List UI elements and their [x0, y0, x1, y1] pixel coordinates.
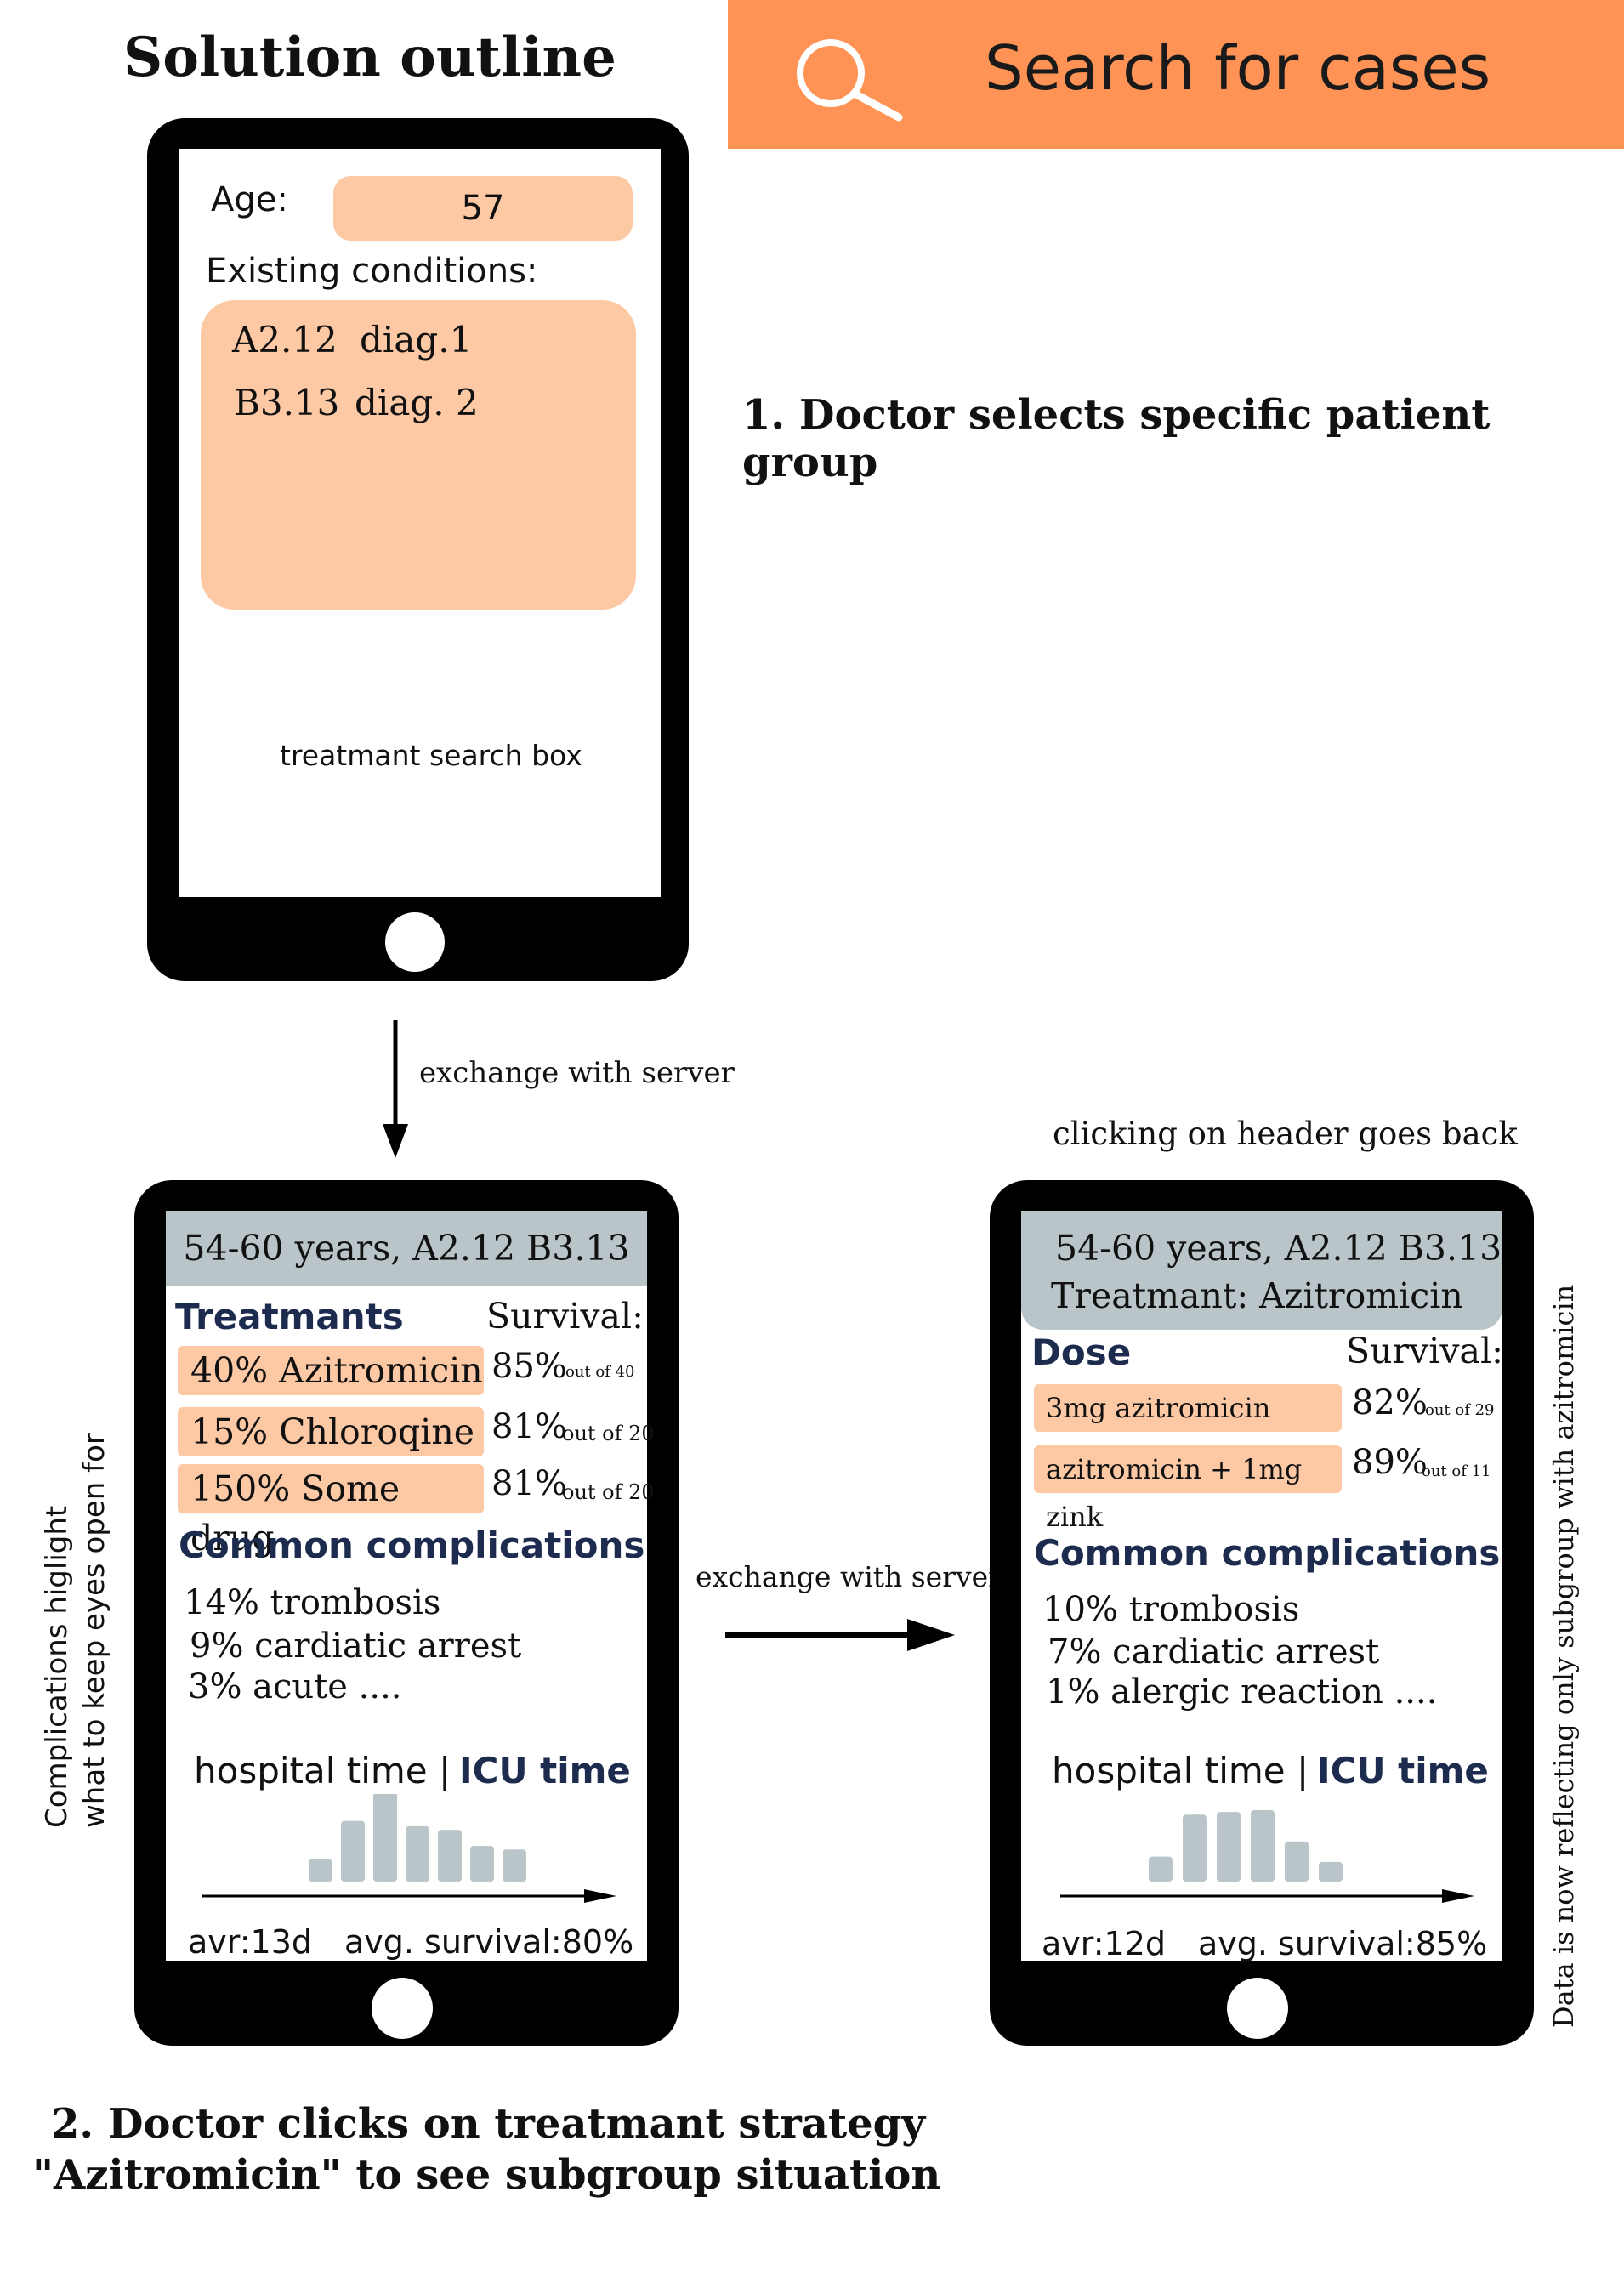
complications-title: Common complications [179, 1524, 645, 1566]
treatment-row[interactable]: 15% Chloroqine [178, 1407, 484, 1456]
survival-pct: 89% [1352, 1443, 1428, 1482]
histogram-bar [373, 1794, 397, 1882]
home-button[interactable] [1227, 1978, 1288, 2039]
subgroup-header[interactable]: 54-60 years, A2.12 B3.13 Treatmant: Azit… [1021, 1211, 1502, 1330]
survival-pct: 82% [1352, 1383, 1428, 1422]
exchange-label: exchange with server [696, 1560, 1002, 1593]
arrow-right [725, 1619, 955, 1651]
histogram-bar [1285, 1841, 1309, 1882]
survival-pct: 85% [491, 1347, 567, 1386]
step-2-line: 2. Doctor clicks on treatmant strategy [51, 2100, 926, 2148]
side-note-line: what to keep eyes open for [77, 1433, 111, 1828]
header-line[interactable]: Treatmant: Azitromicin [1051, 1275, 1463, 1316]
survival-pct: 81% [491, 1407, 567, 1446]
home-button[interactable] [372, 1978, 433, 2039]
search-banner[interactable] [728, 0, 1624, 149]
icu-time-label[interactable]: ICU time [1317, 1750, 1489, 1791]
step-2-line: "Azitromicin" to see subgroup situation [32, 2151, 941, 2199]
histogram-bar [438, 1830, 462, 1882]
complication-item: 10% trombosis [1042, 1590, 1300, 1629]
age-input[interactable]: 57 [333, 176, 633, 241]
survival-count: out of 20 [562, 1422, 655, 1445]
back-hint: clicking on header goes back [1053, 1116, 1518, 1152]
avg-survival: avg. survival:85% [1198, 1925, 1488, 1962]
side-note-right: Data is now reflecting only subgroup wit… [1547, 1284, 1580, 2028]
survival-pct: 81% [491, 1464, 567, 1503]
duration-histogram [202, 1794, 616, 1903]
avr-days: avr:12d [1042, 1925, 1167, 1962]
histogram-bar [309, 1859, 332, 1882]
histogram-bar [341, 1820, 365, 1882]
conditions-list[interactable] [201, 300, 636, 610]
complication-item: 7% cardiatic arrest [1048, 1632, 1380, 1672]
dose-row[interactable]: 3mg azitromicin [1034, 1384, 1342, 1432]
icu-time-label[interactable]: ICU time [459, 1750, 631, 1791]
side-note-line: Complications higlight [40, 1505, 74, 1828]
complication-item: 3% acute .... [188, 1667, 402, 1706]
complications-title: Common complications [1034, 1532, 1501, 1574]
survival-label: Survival: [1346, 1331, 1503, 1371]
section-title: Treatmants [175, 1296, 404, 1337]
hospital-time-label[interactable]: hospital time | [194, 1750, 451, 1791]
histogram-bar [406, 1825, 429, 1882]
histogram-bar [1149, 1856, 1173, 1882]
search-icon[interactable] [786, 32, 906, 126]
page-title: Solution outline [123, 26, 616, 89]
conditions-label: Existing conditions: [206, 252, 538, 291]
histogram-bar [1217, 1812, 1241, 1882]
header-line[interactable]: 54-60 years, A2.12 B3.13 [1055, 1228, 1502, 1269]
avg-survival: avg. survival:80% [344, 1923, 634, 1961]
exchange-label: exchange with server [419, 1056, 735, 1090]
step-1-text: 1. Doctor selects specific patient group [742, 391, 1491, 486]
home-button[interactable] [385, 912, 445, 972]
complication-item: 1% alergic reaction .... [1046, 1672, 1438, 1712]
complication-item: 14% trombosis [184, 1583, 441, 1622]
hospital-time-label[interactable]: hospital time | [1052, 1750, 1309, 1791]
condition-diag[interactable]: diag. 2 [355, 382, 479, 423]
group-header[interactable]: 54-60 years, A2.12 B3.13 [166, 1211, 647, 1286]
condition-code[interactable]: A2.12 [232, 319, 338, 361]
treatment-row[interactable]: 40% Azitromicin [178, 1346, 484, 1395]
histogram-bar [1183, 1814, 1207, 1882]
histogram-bar [1319, 1861, 1343, 1882]
histogram-axis-arrow [584, 1889, 616, 1903]
condition-code[interactable]: B3.13 [234, 382, 340, 423]
survival-label: Survival: [486, 1296, 644, 1337]
condition-diag[interactable]: diag.1 [360, 319, 473, 361]
histogram-bar [503, 1849, 526, 1882]
age-label: Age: [211, 180, 288, 219]
search-label[interactable]: Search for cases [985, 32, 1491, 104]
survival-count: out of 40 [565, 1363, 635, 1381]
arrow-down [383, 1020, 408, 1158]
survival-count: out of 29 [1425, 1401, 1495, 1419]
side-note-left: Complications higlight what to keep eyes… [38, 1433, 113, 1828]
treatment-row[interactable]: 150% Some drug [178, 1464, 484, 1558]
section-title: Dose [1031, 1331, 1132, 1373]
treatment-search-box[interactable]: treatmant search box [280, 739, 582, 772]
histogram-bar [1251, 1810, 1275, 1882]
dose-row[interactable]: azitromicin + 1mg zink [1034, 1445, 1342, 1533]
survival-count: out of 20 [562, 1480, 655, 1504]
histogram-axis-arrow [1442, 1889, 1474, 1903]
histogram-bar [470, 1846, 494, 1882]
complication-item: 9% cardiatic arrest [190, 1627, 522, 1666]
avr-days: avr:13d [188, 1923, 313, 1961]
survival-count: out of 11 [1422, 1462, 1491, 1480]
duration-histogram [1060, 1810, 1474, 1903]
